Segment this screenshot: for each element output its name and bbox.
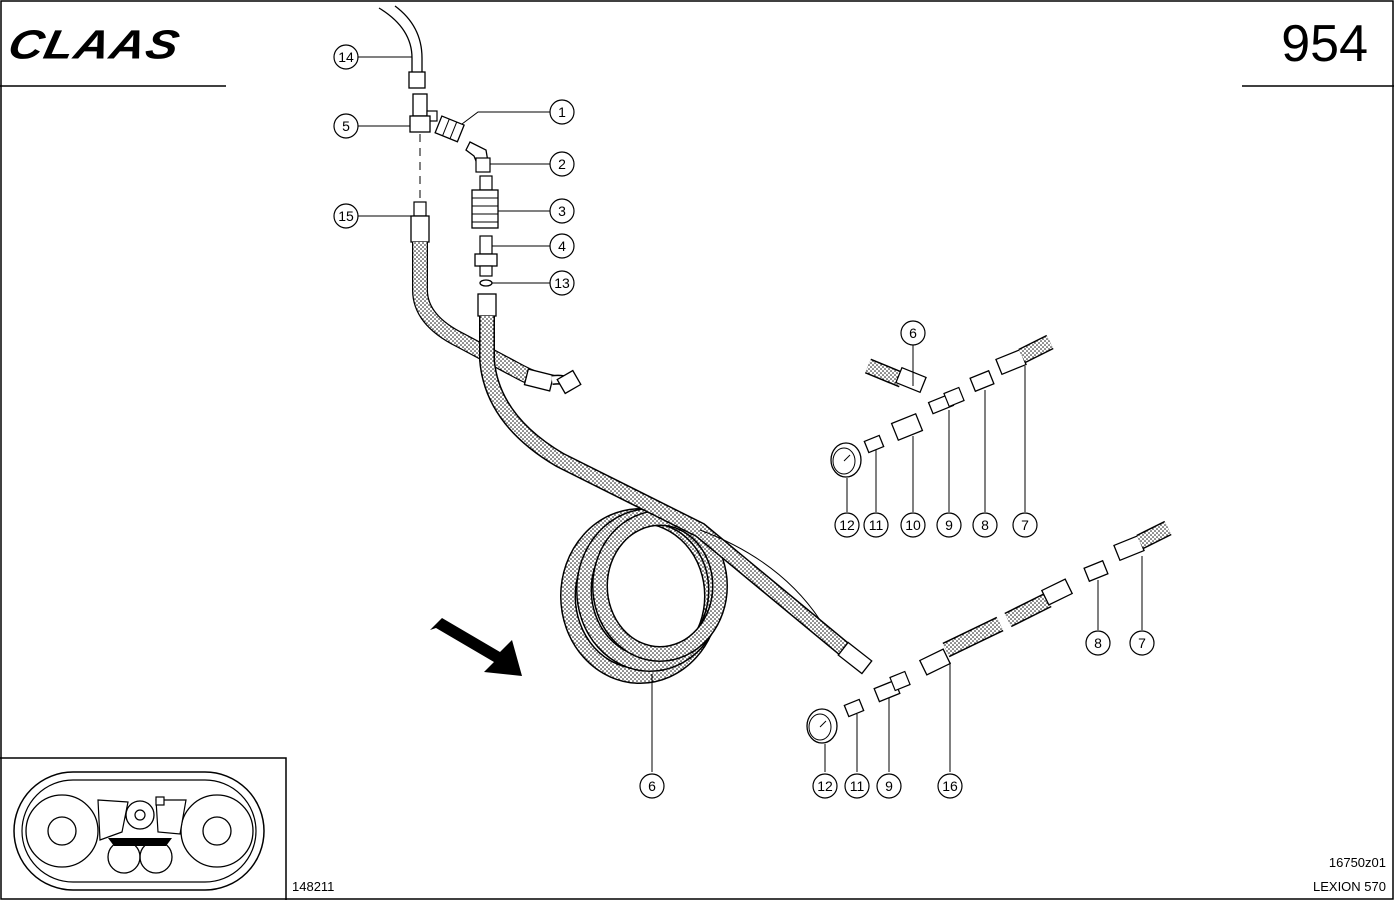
union-nut-1 [434,115,465,143]
callout-label: 5 [342,118,350,134]
callout-5: 5 [333,113,359,139]
hose-6-end-upper [864,358,927,394]
nut-10 [890,412,924,442]
callout-1: 1 [549,99,575,125]
callout-13: 13 [549,270,575,296]
callout-9: 9 [876,773,902,799]
callout-label: 8 [981,517,989,533]
callout-label: 16 [942,778,958,794]
coupling-plug-4 [474,235,498,277]
callout-14: 14 [333,44,359,70]
nipple-8-lower [1083,559,1109,583]
pipe-14 [378,5,426,89]
callout-label: 2 [558,156,566,172]
callout-label: 3 [558,203,566,219]
callout-label: 11 [850,778,865,794]
callout-9: 9 [936,512,962,538]
model-name: LEXION 570 [1313,879,1386,894]
callout-4: 4 [549,233,575,259]
callout-label: 11 [869,517,884,533]
callout-label: 4 [558,238,566,254]
drawing-code: 16750z01 [1328,855,1386,870]
callout-16: 16 [937,773,963,799]
callout-label: 12 [817,778,833,794]
callout-label: 13 [554,275,570,291]
hose-6-coil [477,293,873,684]
nipple-8-upper [969,369,995,393]
leader-lines [358,56,1143,772]
callout-label: 9 [885,778,893,794]
thumbnail-code: 148211 [292,879,335,894]
callout-7: 7 [1129,630,1155,656]
callout-label: 10 [905,517,921,533]
adapter-11-lower [843,698,865,718]
callout-8: 8 [972,512,998,538]
callout-12: 12 [812,773,838,799]
callout-15: 15 [333,203,359,229]
callout-2: 2 [549,151,575,177]
callout-10: 10 [900,512,926,538]
callout-label: 7 [1138,635,1146,651]
o-ring-13 [479,279,493,287]
callout-label: 6 [909,325,917,341]
callout-label: 1 [558,104,566,120]
quick-coupling-3 [471,175,499,229]
callout-6: 6 [900,320,926,346]
adapter-11-upper [863,434,885,454]
brand-logo: CLAAS [4,22,185,68]
hose-7-lower [1113,520,1172,562]
callout-label: 7 [1021,517,1029,533]
elbow-2 [465,141,491,173]
callout-label: 6 [648,778,656,794]
gauge-12-upper [830,442,862,478]
callout-label: 12 [839,517,855,533]
tee-fitting-5 [409,93,438,200]
machine-thumbnail [0,757,287,900]
hose-16 [918,578,1074,676]
tee-9-lower [873,670,911,703]
direction-arrow [430,618,522,676]
callout-label: 15 [338,208,354,224]
callout-label: 9 [945,517,953,533]
hose-7-upper [995,334,1054,376]
callout-11: 11 [863,512,889,538]
callout-7: 7 [1012,512,1038,538]
tee-9-upper [927,386,965,415]
hose-15 [410,201,582,395]
callout-12: 12 [834,512,860,538]
callout-8: 8 [1085,630,1111,656]
callout-6: 6 [639,773,665,799]
callout-11: 11 [844,773,870,799]
callout-label: 8 [1094,635,1102,651]
gauge-12-lower [806,708,838,744]
callout-3: 3 [549,198,575,224]
plate-number: 954 [1281,15,1368,73]
callout-label: 14 [338,49,354,65]
